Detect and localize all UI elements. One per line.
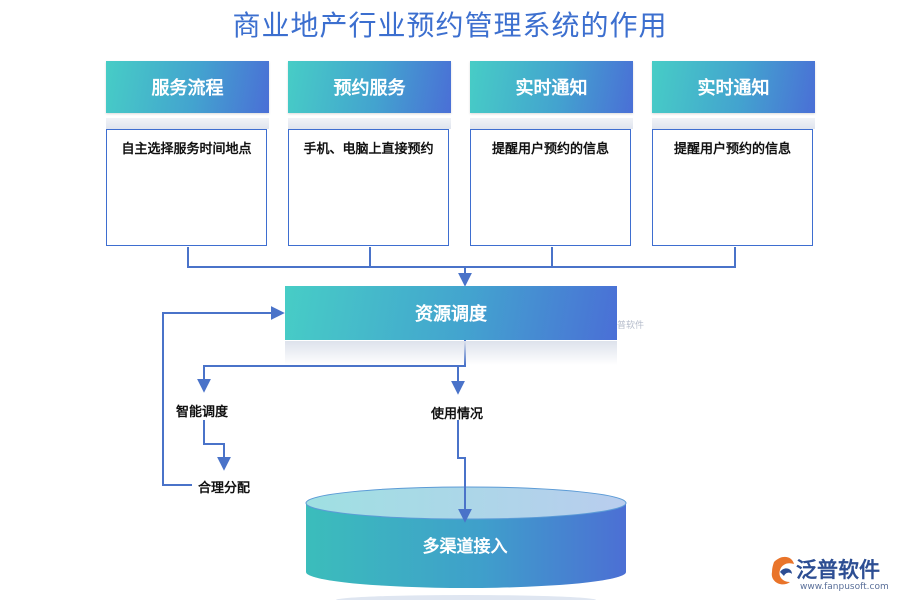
card-body-service-process: 自主选择服务时间地点 [106, 129, 267, 246]
resource-scheduling-box: 资源调度 [285, 286, 617, 340]
card-head-booking-service: 预约服务 [288, 61, 451, 113]
resource-box-reflection [285, 341, 617, 365]
card-body-realtime-notice-1: 提醒用户预约的信息 [470, 129, 631, 246]
card-body-realtime-notice-2: 提醒用户预约的信息 [652, 129, 813, 246]
cylinder-label: 多渠道接入 [422, 537, 508, 557]
logo-name: 泛普软件 [796, 558, 880, 582]
card-strip [470, 118, 633, 129]
card-strip [106, 118, 269, 129]
connector-card-1 [187, 247, 736, 268]
logo-url: www.fanpusoft.com [800, 582, 889, 592]
card-strip [288, 118, 451, 129]
watermark-text: 普软件 [617, 321, 645, 331]
card-body-booking-service: 手机、电脑上直接预约 [288, 129, 449, 246]
fanpu-logo-icon [771, 556, 794, 585]
card-strip [652, 118, 815, 129]
connector-smart-to-allocate [203, 420, 231, 471]
card-head-service-process: 服务流程 [106, 61, 269, 113]
label-smart-scheduling: 智能调度 [176, 405, 229, 420]
page-title: 商业地产行业预约管理系统的作用 [232, 9, 668, 42]
card-head-realtime-notice-1: 实时通知 [470, 61, 633, 113]
card-head-realtime-notice-2: 实时通知 [652, 61, 815, 113]
label-reasonable-allocation: 合理分配 [198, 481, 251, 496]
label-usage-status: 使用情况 [431, 407, 484, 422]
connector-allocate-to-resource [162, 306, 285, 486]
